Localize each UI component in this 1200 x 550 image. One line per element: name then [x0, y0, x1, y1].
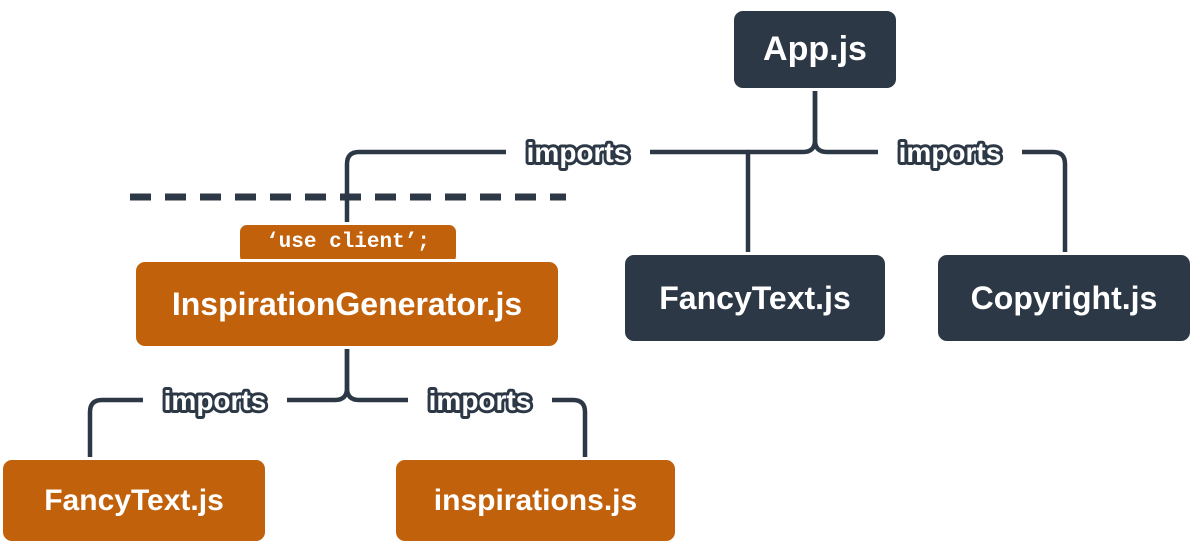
node-inspirations-label: inspirations.js [433, 483, 638, 517]
node-inspiration-generator-label: InspirationGenerator.js [171, 285, 523, 322]
edge-label-imports-ig-inspirations: imports [429, 385, 532, 416]
edge-label-imports-ig-fancytext: imports [164, 385, 267, 416]
use-client-directive-label: ‘use client’; [266, 231, 430, 254]
node-copyright: Copyright.js [935, 252, 1193, 344]
node-fancytext-server: FancyText.js [622, 252, 888, 344]
edge-label-backgrounds [143, 130, 1022, 422]
node-fancytext-client: FancyText.js [0, 457, 268, 544]
node-copyright-label: Copyright.js [970, 279, 1158, 316]
node-fancytext-server-label: FancyText.js [659, 279, 851, 316]
node-inspirations: inspirations.js [393, 457, 678, 544]
node-fancytext-client-label: FancyText.js [44, 483, 224, 517]
edge-label-imports-app-ig: imports [527, 137, 630, 168]
node-app: App.js [731, 8, 899, 91]
node-app-label: App.js [763, 30, 867, 68]
node-inspiration-generator: InspirationGenerator.js [133, 259, 561, 349]
edge-label-imports-app-copyright: imports [899, 137, 1002, 168]
